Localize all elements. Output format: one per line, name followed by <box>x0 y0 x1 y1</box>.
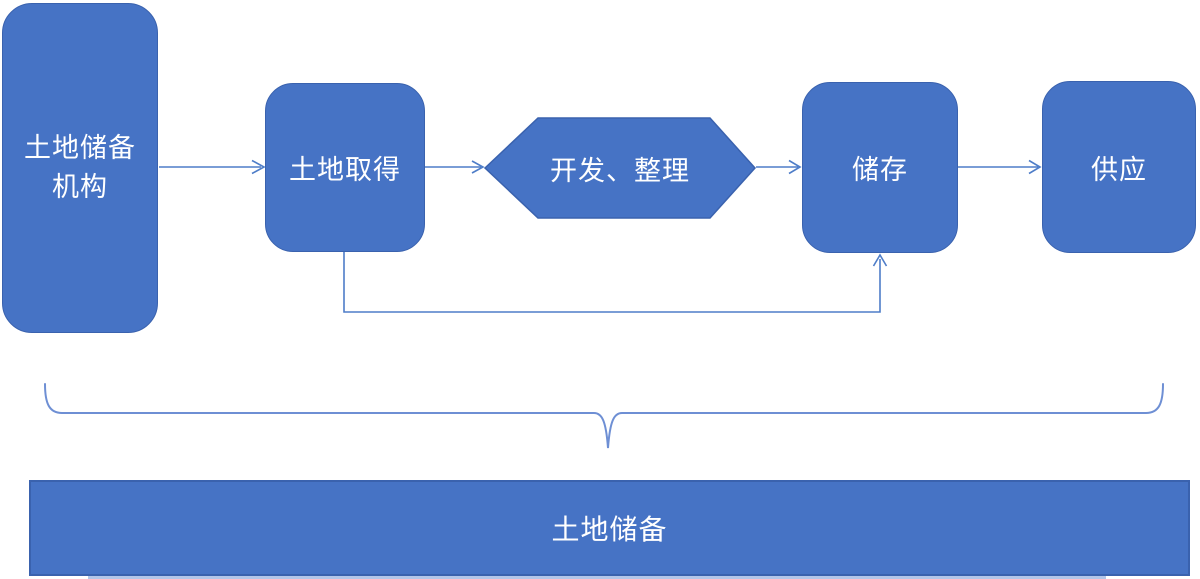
node-land-acquisition[interactable]: 土地取得 <box>265 83 425 252</box>
arrowhead-bypass-into-storage <box>872 253 888 267</box>
node-land-reserve-bar[interactable]: 土地储备 <box>29 480 1190 576</box>
node-land-reserve-agency-label: 土地储备 机构 <box>24 129 136 207</box>
arrowhead-into-supply <box>1028 159 1042 175</box>
node-land-reserve-agency[interactable]: 土地储备 机构 <box>2 3 158 333</box>
arrowhead-into-storage <box>788 159 802 175</box>
brace-land-reserve-scope <box>44 383 1164 449</box>
node-development-consolidation[interactable]: 开发、整理 <box>485 118 755 218</box>
arrowhead-into-development <box>471 160 485 174</box>
hexagon-development-shape[interactable] <box>483 117 757 219</box>
node-storage-label: 储存 <box>852 155 908 185</box>
bottom-edge-strip <box>88 576 1106 579</box>
label-line-1: 土地储备 <box>24 132 136 163</box>
arrowhead-into-acquisition <box>251 159 266 175</box>
node-storage[interactable]: 储存 <box>802 82 958 253</box>
node-development-consolidation-label: 开发、整理 <box>550 155 690 186</box>
node-land-acquisition-label: 土地取得 <box>289 155 401 185</box>
node-supply[interactable]: 供应 <box>1042 81 1196 253</box>
node-land-reserve-bar-label: 土地储备 <box>551 514 668 545</box>
label-line-2: 机构 <box>52 172 108 202</box>
connector-acquisition-bypass-to-storage <box>343 252 881 313</box>
node-supply-label: 供应 <box>1091 154 1147 185</box>
